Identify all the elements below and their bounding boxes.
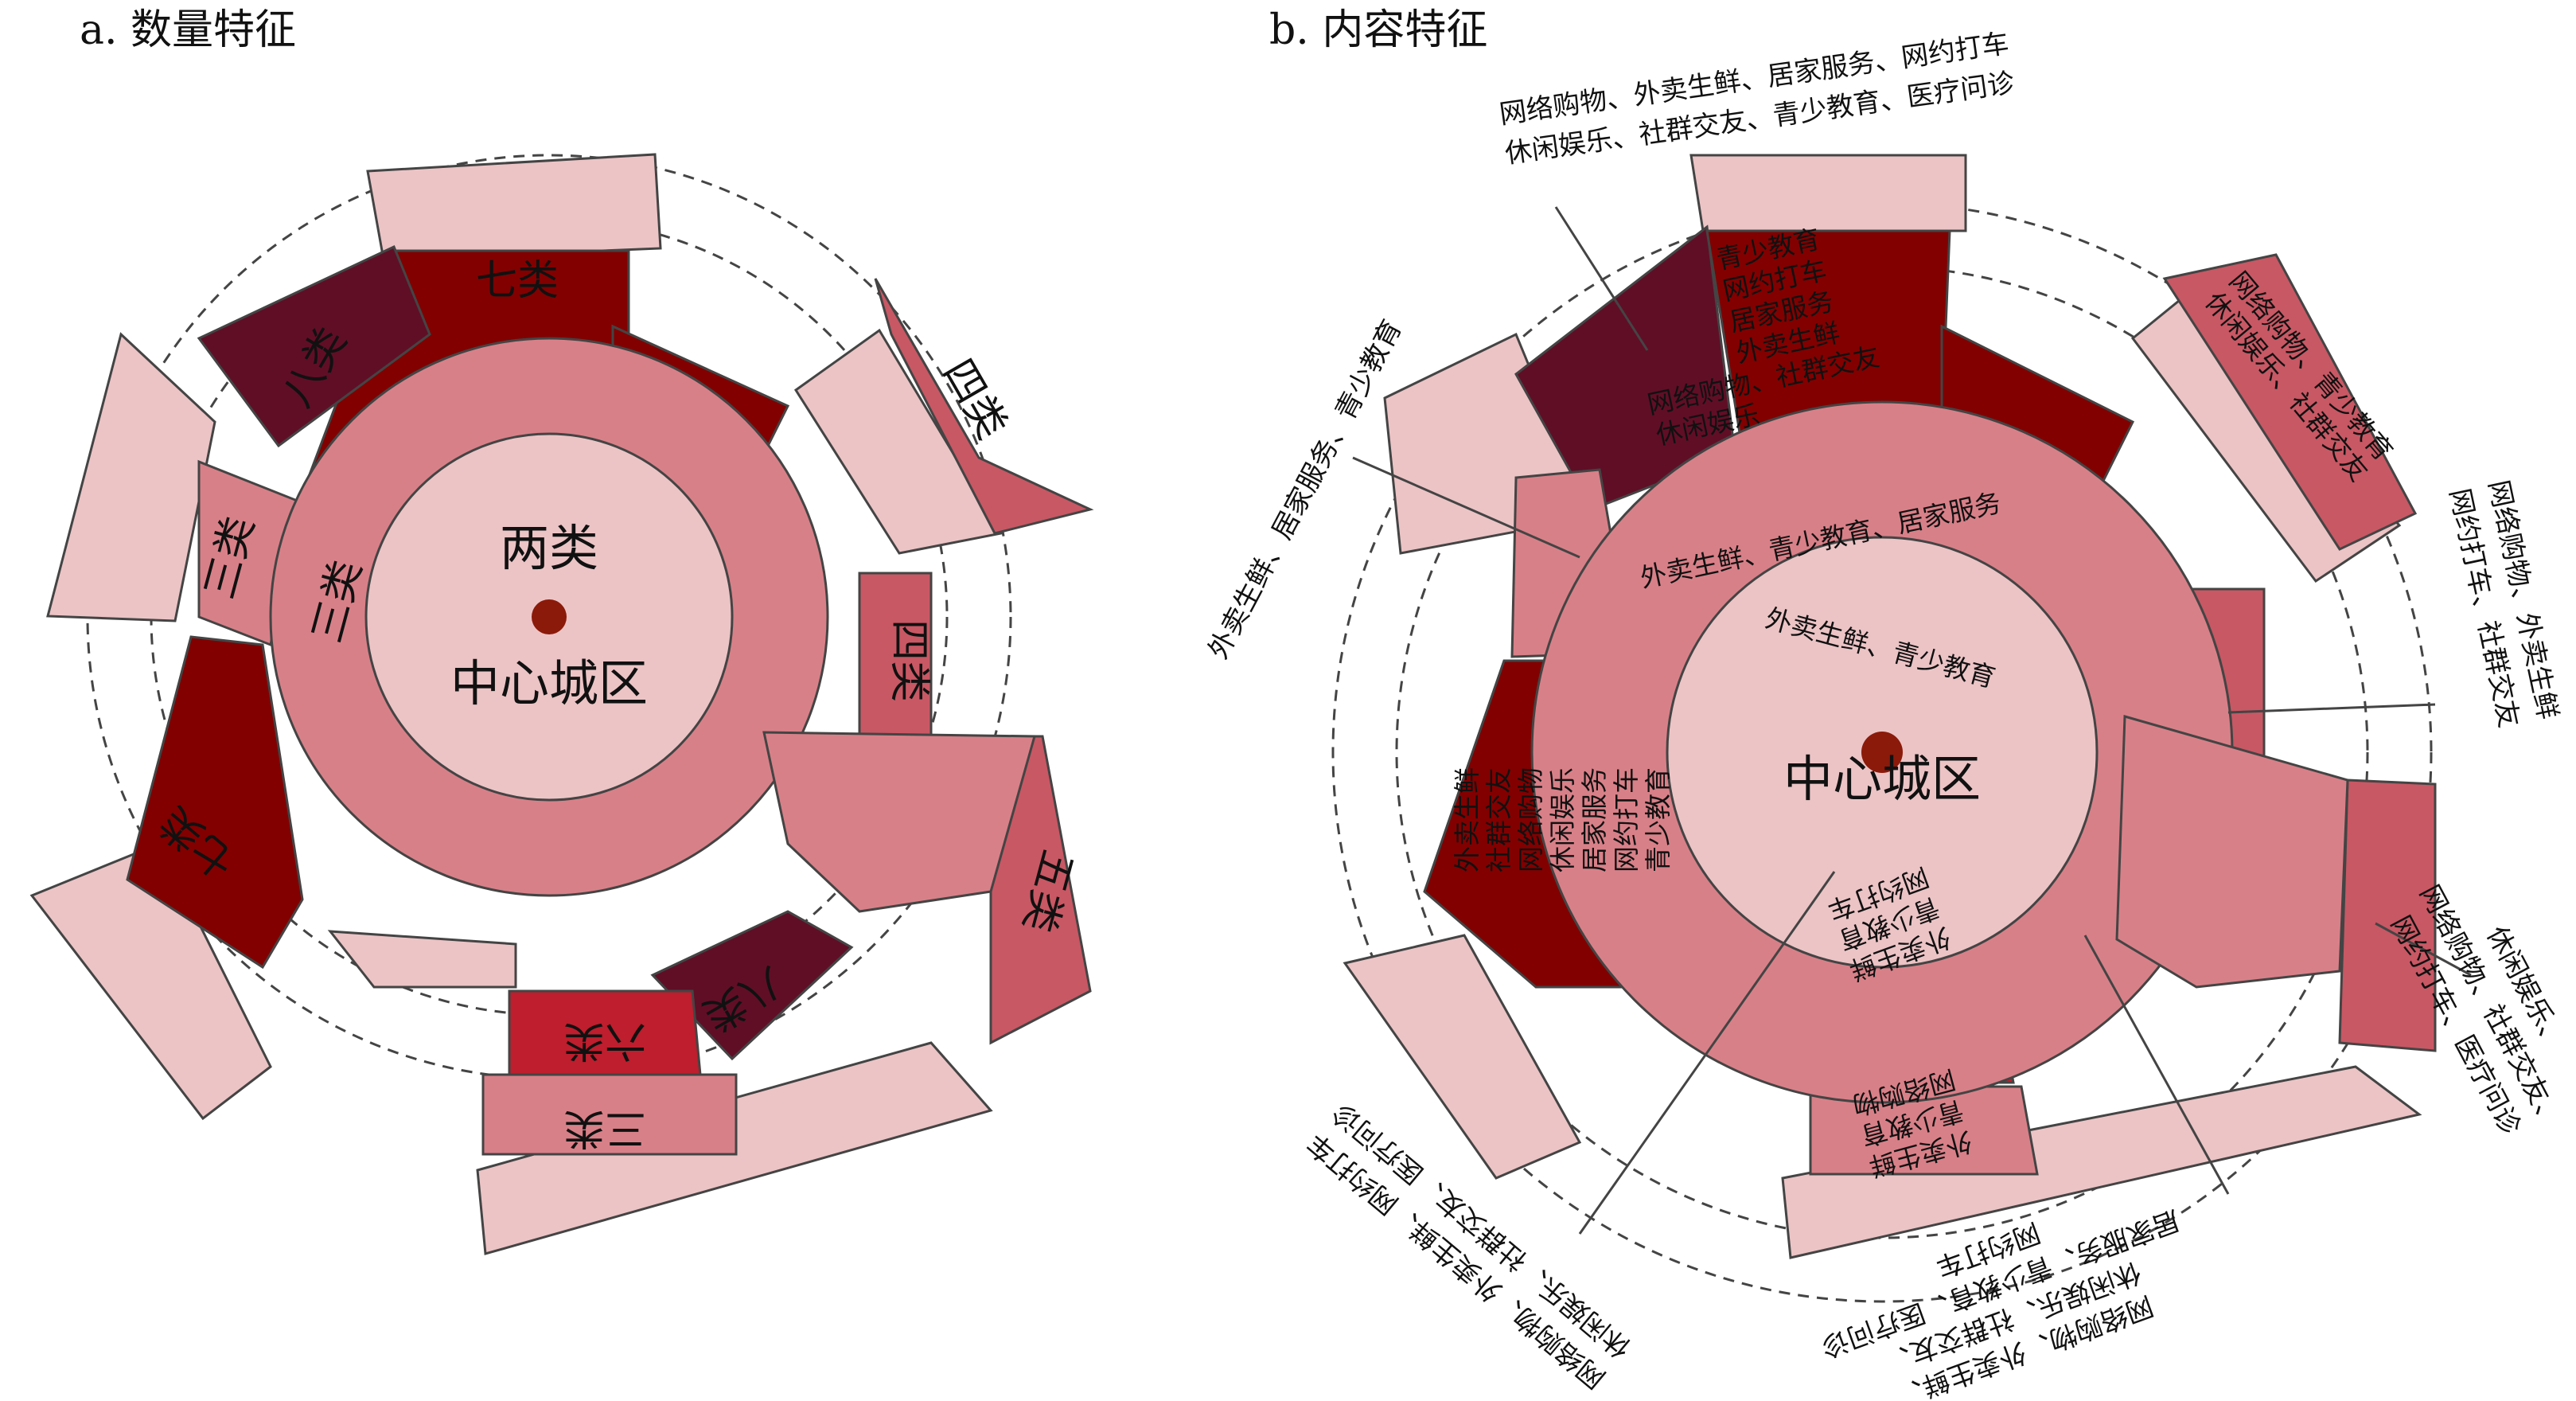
label-seven-top: 七类	[476, 257, 559, 305]
segment-b-bottom-outer	[1781, 1065, 2422, 1259]
segment-eight-bottom	[650, 910, 854, 1061]
segment-seven-left	[126, 635, 304, 970]
segment-b-right-lower-strong	[2338, 779, 2437, 1052]
leader-right	[2227, 703, 2436, 714]
segment-inner-lower-light	[327, 930, 517, 989]
left-stack-line-1: 外卖生鲜	[1452, 767, 1483, 872]
panel-a: a. 数量特征 两类 中心城区 七类 八类	[29, 6, 1094, 1255]
left-stack-line-4: 休闲娱乐	[1547, 767, 1578, 872]
segment-topleft-outer	[46, 332, 216, 622]
leader-bottom-left	[1578, 871, 1836, 1235]
panel-b: b. 内容特征 外卖生鲜、青少教育 中心城区 外卖生鲜、青少教育、居家服务	[1202, 6, 2572, 1401]
left-stack-line-7: 青少教育	[1643, 767, 1674, 872]
annotation-top: 网络购物、外卖生鲜、居家服务、网约打车 休闲娱乐、社群交友、青少教育、医疗问诊	[1498, 28, 2017, 170]
guide-circle-outer	[86, 154, 1012, 1080]
segment-left-lower-outer	[29, 842, 272, 1121]
segment-b-inner-right-ext	[2115, 715, 2349, 989]
annotation-right: 网络购物、外卖生鲜 网约打车、社群交友	[2443, 478, 2564, 731]
segment-eight-top	[197, 244, 431, 448]
segment-top-outer	[366, 153, 662, 261]
annotation-left: 外卖生鲜、居家服务、青少教育	[1202, 314, 1409, 664]
center-dot-b	[1861, 732, 1903, 773]
segment-b-left-lower-outer	[1343, 934, 1582, 1180]
segment-right-upper-outer	[793, 328, 1004, 555]
segment-b-right-top-strong	[2162, 253, 2418, 551]
annotation-bottom-left-line-1: 网络购物、外卖生鲜、网约打车	[1301, 1126, 1611, 1395]
segment-six-bottom	[508, 989, 702, 1076]
center-label-top: 两类	[500, 519, 598, 577]
leader-top	[1554, 206, 1649, 351]
center-dot	[532, 599, 567, 634]
leader-right-lower	[2375, 922, 2472, 977]
panel-b-title: b. 内容特征	[1269, 6, 1487, 54]
leader-bottom-right	[2083, 935, 2230, 1195]
label-three-bottom: 三类	[563, 1104, 646, 1152]
label-four-inner: 四类	[885, 619, 933, 702]
leader-left	[1352, 456, 1580, 559]
left-stack-line-2: 社群交友	[1483, 767, 1514, 872]
left-stack-line-5: 居家服务	[1579, 767, 1610, 872]
left-stack-labels: 外卖生鲜 社群交友 网络购物 休闲娱乐 居家服务 网约打车 青少教育	[1452, 767, 1674, 872]
center-label-bottom-b: 中心城区	[1783, 750, 1981, 808]
segment-four-top-right	[874, 278, 1094, 535]
panel-a-title: a. 数量特征	[80, 6, 296, 54]
center-label-bottom: 中心城区	[450, 654, 648, 712]
left-stack-line-3: 网络购物	[1515, 767, 1546, 872]
segment-inner-right-ext	[762, 731, 1036, 913]
left-stack-line-6: 网约打车	[1611, 767, 1642, 872]
label-six-bottom: 六类	[563, 1017, 646, 1064]
segment-b-top-outer	[1689, 154, 1967, 232]
guide-circle-middle-b	[1395, 265, 2369, 1239]
